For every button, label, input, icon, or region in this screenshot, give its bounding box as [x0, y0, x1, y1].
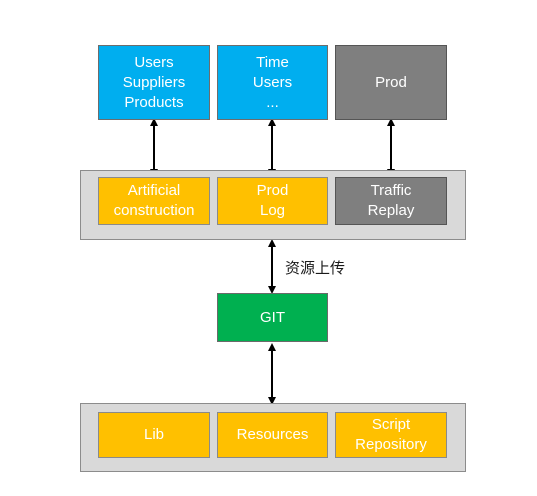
box-line: Lib: [143, 426, 165, 443]
box-line: construction: [113, 202, 195, 219]
box-line: Script: [371, 416, 411, 433]
git-label: GIT: [260, 308, 285, 326]
lib-box: Lib: [98, 412, 210, 458]
prod-log-box: Prod Log: [217, 177, 328, 225]
box-line: Traffic: [370, 182, 412, 199]
box-line: Users: [134, 53, 174, 71]
box-line: Repository: [355, 436, 427, 453]
git-box: GIT: [217, 293, 328, 342]
prod-box: Prod: [335, 45, 447, 120]
box-line: Time: [256, 53, 289, 71]
resources-box: Resources: [217, 412, 328, 458]
time-users-box: Time Users ...: [217, 45, 328, 120]
users-suppliers-products-box: Users Suppliers Products: [98, 45, 210, 120]
script-repository-box: Script Repository: [335, 412, 447, 458]
box-line: Products: [124, 93, 184, 111]
box-line: Artificial: [127, 182, 181, 199]
box-line: Prod: [375, 73, 407, 91]
upload-label: 资源上传: [285, 259, 346, 277]
box-line: Suppliers: [122, 73, 186, 91]
box-line: Log: [259, 202, 286, 219]
box-line: Users: [252, 73, 293, 91]
box-line: Replay: [367, 202, 415, 219]
box-line: ...: [266, 93, 279, 111]
box-line: Prod: [256, 182, 289, 199]
artificial-construction-box: Artificial construction: [98, 177, 210, 225]
box-line: Resources: [236, 426, 309, 443]
traffic-replay-box: Traffic Replay: [335, 177, 447, 225]
